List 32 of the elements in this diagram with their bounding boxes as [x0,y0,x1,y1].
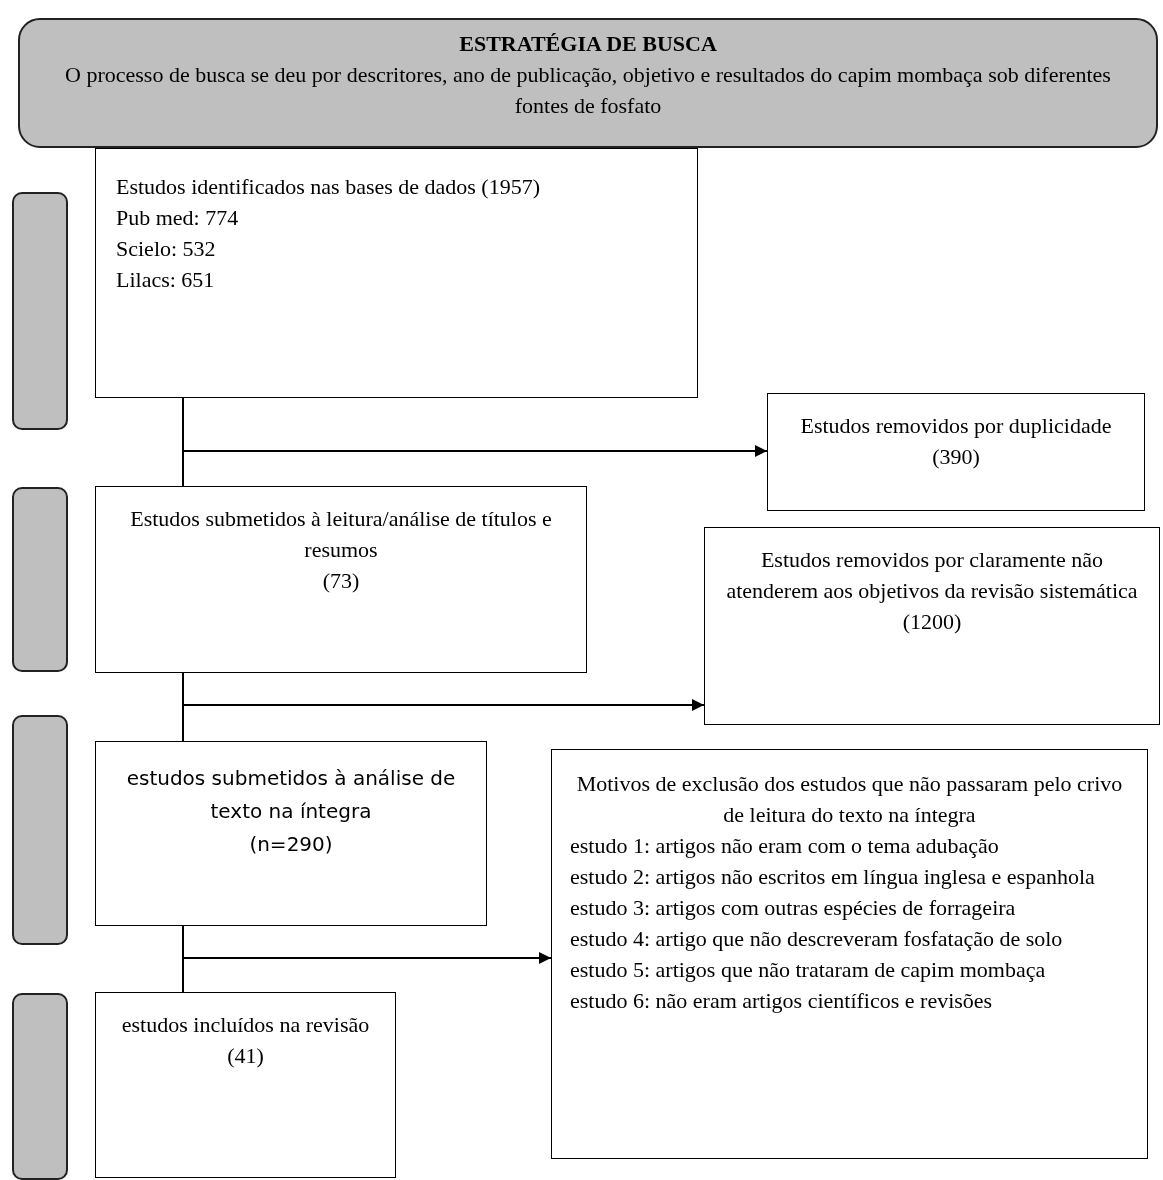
count-text: (41) [227,1042,264,1070]
process-box [551,749,1148,1159]
side-bar [12,487,68,672]
process-box [95,741,487,926]
box-text: estudos incluídos na revisão [121,1011,370,1039]
count-text: (73) [322,567,360,595]
list-item: estudo 5: artigos que não trataram de capim mombaça [570,956,1047,984]
process-box [95,486,587,673]
process-box [704,527,1160,725]
count-line: Lilacs: 651 [116,266,216,294]
process-box [767,393,1145,511]
list-item: estudo 3: artigos com outras espécies de forrageira [570,894,1017,922]
box-text: Estudos removidos por claramente não atenderem aos objetivos da revisão sistemática (1200) [725,546,1139,636]
header-banner [18,18,1158,148]
box-text: estudos submetidos à análise de texto na íntegra [125,765,457,825]
list-item: estudo 2: artigos não escritos em língua inglesa e espanhola [570,863,1096,891]
list-item: estudo 1: artigos não eram com o tema adubação [570,832,1000,860]
box-text: Estudos submetidos à leitura/análise de títulos e resumos [129,505,553,564]
box-title: Estudos identificados nas bases de dados (1957) [116,173,542,201]
count-line: Pub med: 774 [116,204,240,232]
heading: ESTRATÉGIA DE BUSCA [459,30,717,58]
description: O processo de busca se deu por descritores, ano de publicação, objetivo e resultados do capim mombaça sob diferentes fontes de fosfato [64,61,1112,120]
process-box [95,148,698,398]
process-box [95,992,396,1178]
list-item: estudo 4: artigo que não descreveram fosfatação de solo [570,925,1064,953]
side-bar [12,192,68,430]
side-bar [12,993,68,1180]
box-text: Estudos removidos por duplicidade (390) [799,412,1113,471]
count-text: (n=290) [249,831,333,858]
count-line: Scielo: 532 [116,235,217,263]
side-bar [12,715,68,945]
list-item: estudo 6: não eram artigos científicos e revisões [570,987,994,1015]
